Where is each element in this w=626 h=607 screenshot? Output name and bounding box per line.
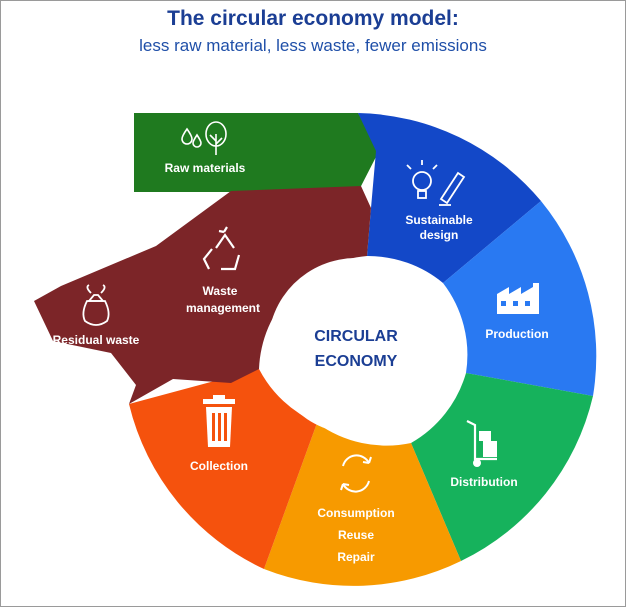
reuse-label: Reuse	[338, 528, 374, 542]
garbage-bag-icon	[82, 284, 110, 326]
raw-materials-label: Raw materials	[165, 161, 246, 175]
waste-management-label-line2: management	[186, 301, 260, 315]
segment-collection	[129, 369, 317, 569]
lightbulb-pencil-icon	[406, 160, 466, 206]
segment-raw-materials	[134, 113, 379, 192]
segment-waste-management	[34, 186, 371, 404]
segment-consumption	[264, 423, 461, 586]
recycle-icon	[202, 226, 241, 271]
cycle-arrows-icon	[340, 454, 372, 493]
center-label-line1: CIRCULAR	[314, 328, 398, 345]
diagram-subtitle: less raw material, less waste, fewer emi…	[139, 36, 487, 55]
diagram-title: The circular economy model:	[167, 7, 459, 30]
center-circle	[268, 258, 444, 434]
hand-truck-icon	[466, 420, 497, 467]
sustainable-design-label-line2: design	[420, 228, 459, 242]
sustainable-design-label-line1: Sustainable	[405, 213, 473, 227]
factory-icon	[497, 283, 539, 314]
production-label: Production	[485, 327, 548, 341]
repair-label: Repair	[337, 550, 375, 564]
segment-distribution	[411, 373, 593, 561]
consumption-label: Consumption	[317, 506, 394, 520]
collection-label: Collection	[190, 459, 248, 473]
distribution-label: Distribution	[450, 475, 517, 489]
residual-waste-label: Residual waste	[53, 333, 140, 347]
trash-bin-icon	[203, 395, 235, 447]
water-drops-tree-icon	[181, 121, 227, 155]
center-label-line2: ECONOMY	[315, 353, 398, 370]
waste-management-label-line1: Waste	[203, 284, 238, 298]
